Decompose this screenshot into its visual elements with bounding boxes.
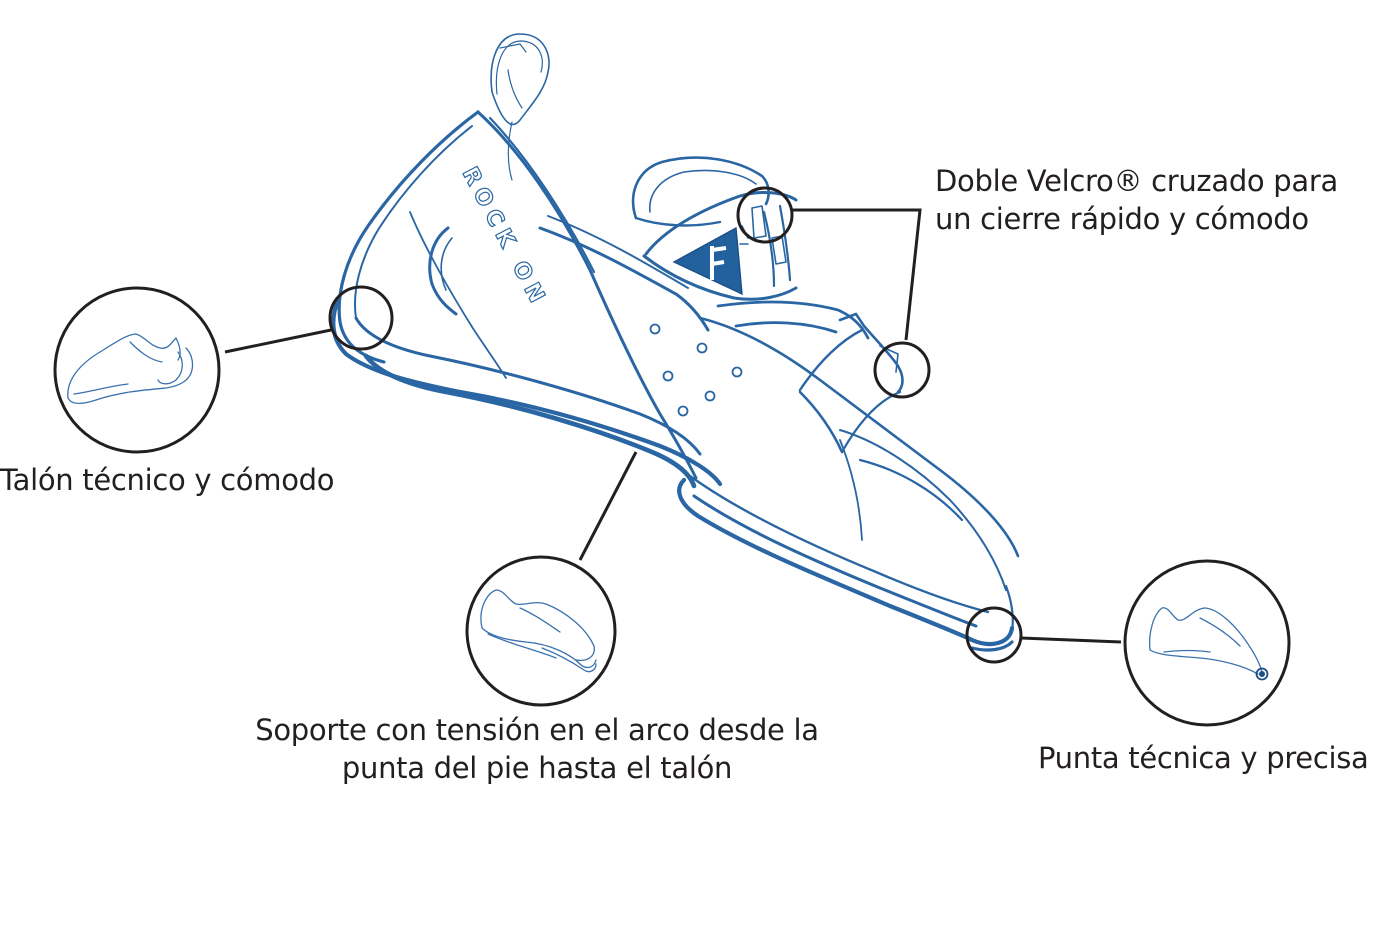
toe-shoe-sketch bbox=[1148, 607, 1269, 681]
toe-feature-label-line: Punta técnica y precisa bbox=[1038, 741, 1369, 775]
brand-logo bbox=[672, 226, 743, 296]
heel-feature-label: Talón técnico y cómodo bbox=[0, 461, 335, 499]
tongue bbox=[631, 156, 770, 220]
arch-feature-label: Soporte con tensión en el arco desde la … bbox=[250, 711, 824, 787]
callout-velcro bbox=[736, 186, 931, 399]
heel-shoe-sketch bbox=[67, 333, 194, 405]
toe-point-marker bbox=[1255, 667, 1269, 681]
heel-highlight-circle bbox=[328, 285, 394, 351]
toe-highlight-circle bbox=[965, 606, 1023, 664]
perforation-holes bbox=[649, 323, 743, 417]
toe-detail-circle bbox=[1123, 559, 1291, 727]
velcro-feature-label: Doble Velcro® cruzado para un cierre ráp… bbox=[935, 162, 1338, 238]
velcro-feature-label-line-1: Doble Velcro® cruzado para bbox=[935, 164, 1338, 198]
arch-feature-label-line-2: punta del pie hasta el talón bbox=[341, 751, 733, 785]
arch-feature-label-line-1: Soporte con tensión en el arco desde la bbox=[255, 713, 819, 747]
climbing-shoe-illustration: ROCK ON bbox=[331, 33, 1020, 652]
arch-detail-circle bbox=[465, 555, 617, 707]
velcro-feature-label-line-2: un cierre rápido y cómodo bbox=[935, 202, 1309, 236]
callout-arch bbox=[465, 451, 638, 707]
heel-detail-circle bbox=[53, 286, 221, 454]
toe-feature-label: Punta técnica y precisa bbox=[1038, 739, 1369, 777]
callout-toe bbox=[965, 559, 1291, 727]
velcro-leader-line bbox=[792, 208, 922, 341]
shoe-upper: ROCK ON bbox=[337, 110, 1020, 591]
velcro-highlight-circle bbox=[736, 186, 794, 244]
arch-shoe-sketch bbox=[480, 589, 597, 673]
arch-leader-line bbox=[578, 451, 638, 561]
heel-feature-label-line: Talón técnico y cómodo bbox=[0, 463, 335, 497]
callout-heel bbox=[53, 285, 394, 454]
shoe-sole bbox=[331, 297, 1015, 652]
heel-leader-line bbox=[224, 328, 332, 354]
toe-leader-line bbox=[1020, 636, 1122, 644]
heel-pull-tab bbox=[490, 33, 550, 181]
velcro-highlight-circle-lower bbox=[873, 341, 931, 399]
shoe-branding-text: ROCK ON bbox=[457, 163, 552, 312]
